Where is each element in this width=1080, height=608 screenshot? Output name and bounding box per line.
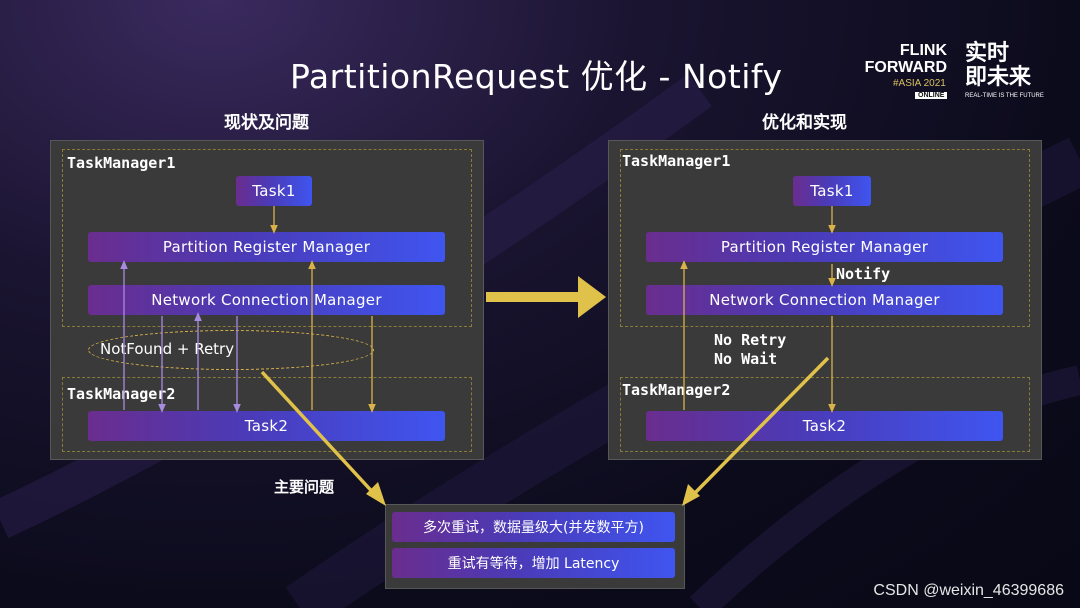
left-to-problems-arrowhead — [366, 482, 386, 506]
right-network-connection-manager: Network Connection Manager — [646, 285, 1003, 315]
page-title: PartitionRequest 优化 - Notify — [290, 57, 783, 96]
right-no-wait-label: No Wait — [714, 350, 778, 368]
right-heading: 优化和实现 — [762, 113, 847, 133]
left-retry-label: NotFound + Retry — [100, 340, 235, 358]
left-task1: Task1 — [236, 176, 312, 206]
left-tm1-box — [62, 149, 472, 327]
logo-cn-slogan: 实时即未来 — [965, 41, 1032, 90]
logo-event: #ASIA 2021 — [893, 78, 946, 89]
big-transition-arrow — [486, 276, 606, 318]
right-tm1-box — [620, 149, 1030, 327]
left-task2: Task2 — [88, 411, 445, 441]
right-task2: Task2 — [646, 411, 1003, 441]
problem-item: 重试有等待，增加 Latency — [392, 548, 675, 578]
left-tm1-label: TaskManager1 — [67, 154, 176, 172]
right-no-retry-label: No Retry — [714, 331, 787, 349]
logo-badge: ONLINE — [915, 92, 948, 99]
right-to-problems-arrowhead — [682, 484, 700, 506]
problem-item: 多次重试，数据量级大(并发数平方) — [392, 512, 675, 542]
logo-slogan: REAL-TIME IS THE FUTURE — [965, 93, 1044, 99]
right-tm2-label: TaskManager2 — [622, 381, 731, 399]
right-tm1-label: TaskManager1 — [622, 152, 731, 170]
left-tm2-label: TaskManager2 — [67, 385, 176, 403]
main-problems-label: 主要问题 — [274, 478, 335, 496]
left-retry-ellipse — [88, 330, 374, 370]
right-notify-label: Notify — [836, 265, 891, 283]
left-network-connection-manager: Network Connection Manager — [88, 285, 445, 315]
left-heading: 现状及问题 — [224, 113, 309, 133]
watermark: CSDN @weixin_46399686 — [873, 582, 1064, 599]
right-partition-register-manager: Partition Register Manager — [646, 232, 1003, 262]
right-task1: Task1 — [793, 176, 871, 206]
left-partition-register-manager: Partition Register Manager — [88, 232, 445, 262]
